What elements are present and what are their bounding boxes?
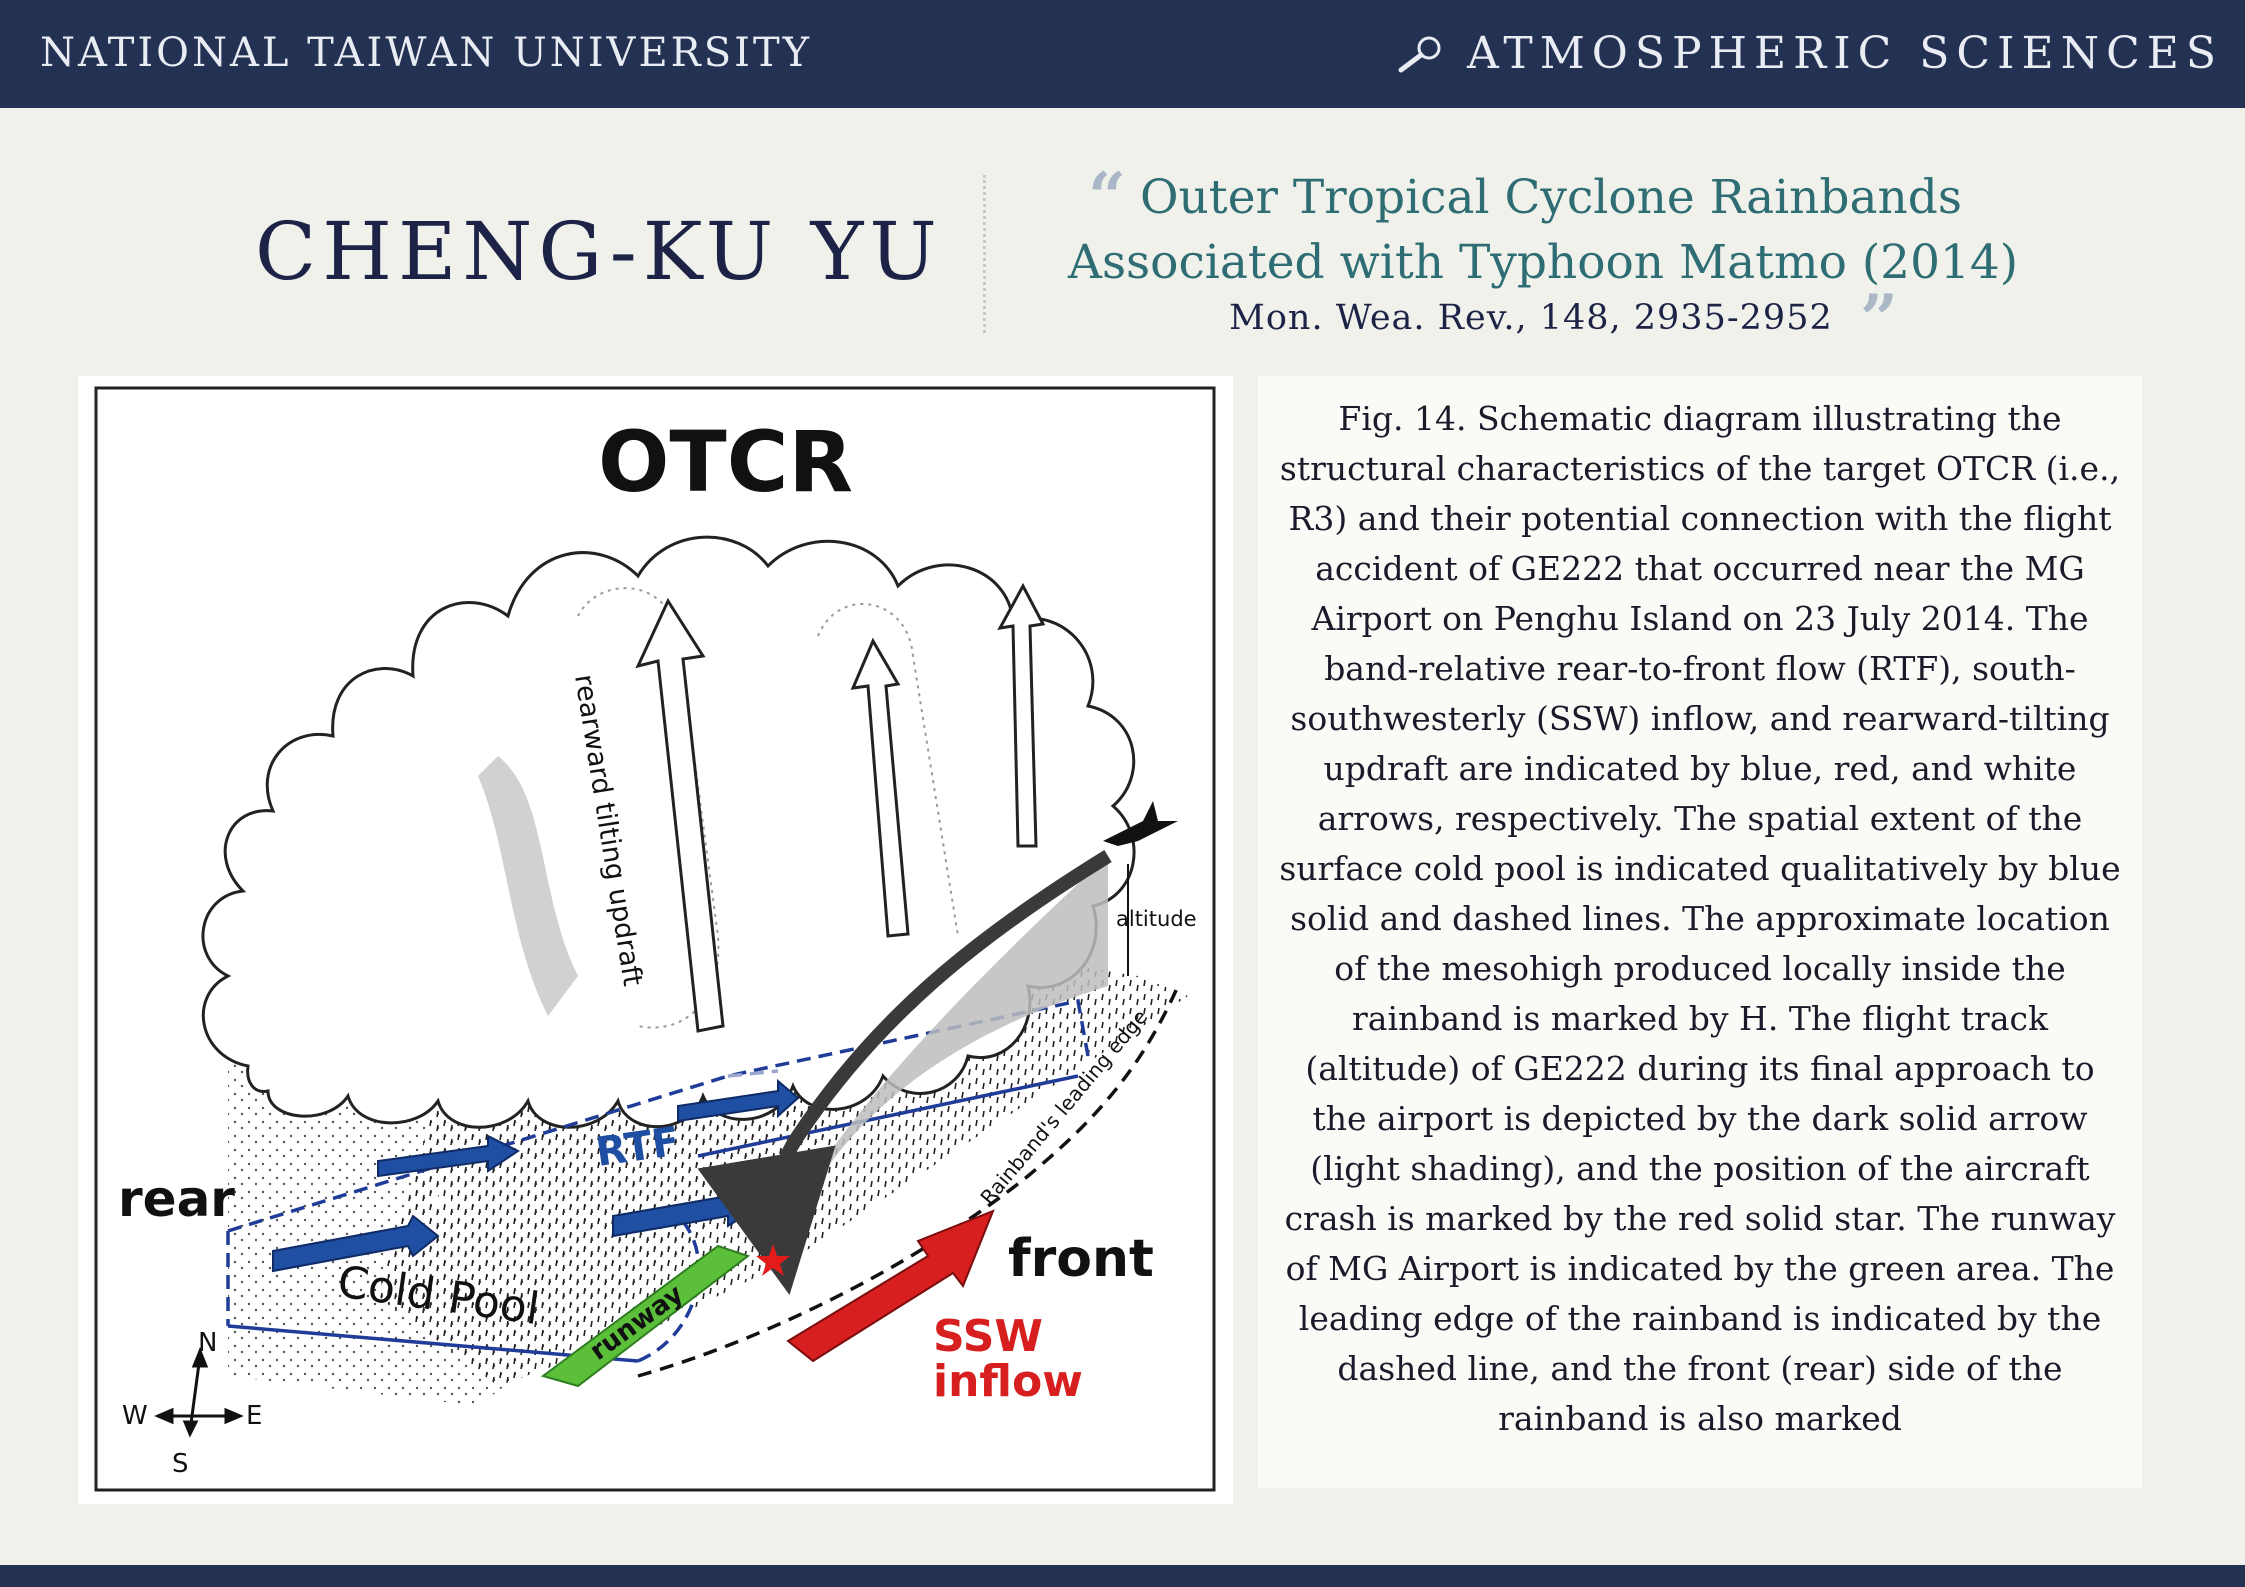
flight-altitude-shading — [778, 856, 1108, 1236]
crash-star-icon — [756, 1244, 790, 1276]
updraft-arrows — [635, 582, 1046, 1033]
rear-label: rear — [118, 1170, 235, 1228]
ssw-label: SSW — [933, 1311, 1043, 1362]
cloud-shadow — [478, 756, 578, 1016]
compass-south: S — [172, 1449, 189, 1479]
schematic-diagram: OTCR rearward tilting updraft H H RTF — [94, 386, 1216, 1492]
figure-caption: Fig. 14. Schematic diagram illustrating … — [1279, 399, 2121, 1438]
paper-title-line2: Associated with Typhoon Matmo (2014) — [1068, 235, 2019, 290]
ssw-inflow-arrow — [786, 1209, 995, 1363]
altitude-label: altitude — [1116, 907, 1197, 931]
high-label-1: H — [556, 1093, 579, 1126]
figure-title: OTCR — [598, 413, 853, 511]
header-bar: NATIONAL TAIWAN UNIVERSITY ATMOSPHERIC S… — [0, 0, 2245, 108]
front-label: front — [1008, 1229, 1154, 1289]
schematic-figure: OTCR rearward tilting updraft H H RTF — [78, 376, 1233, 1504]
paper-citation: Mon. Wea. Rev., 148, 2935-2952 — [1229, 298, 1833, 338]
footer-bar — [0, 1565, 2245, 1587]
paper-title-line1: Outer Tropical Cyclone Rainbands — [1140, 170, 1963, 225]
quote-close-icon: ” — [1860, 280, 1898, 358]
compass-west: W — [122, 1401, 148, 1431]
department-name: ATMOSPHERIC SCIENCES — [1395, 28, 2223, 79]
runway-area — [540, 1244, 751, 1388]
figure-caption-panel: Fig. 14. Schematic diagram illustrating … — [1258, 376, 2142, 1488]
high-label-2: H — [430, 1183, 453, 1216]
magnifier-icon — [1398, 36, 1441, 72]
university-name: NATIONAL TAIWAN UNIVERSITY — [40, 30, 813, 76]
author-name: CHENG-KU YU — [255, 205, 943, 298]
compass-east: E — [246, 1401, 262, 1431]
aircraft-icon — [1103, 801, 1178, 846]
inflow-label: inflow — [933, 1356, 1083, 1407]
title-divider — [983, 175, 986, 333]
department-label: ATMOSPHERIC SCIENCES — [1467, 28, 2223, 79]
quote-open-icon: “ — [1088, 158, 1126, 236]
leading-edge-line — [637, 985, 1180, 1378]
compass-rose — [154, 1346, 244, 1438]
flight-track-arrow — [697, 850, 1112, 1296]
compass-north: N — [198, 1328, 217, 1358]
